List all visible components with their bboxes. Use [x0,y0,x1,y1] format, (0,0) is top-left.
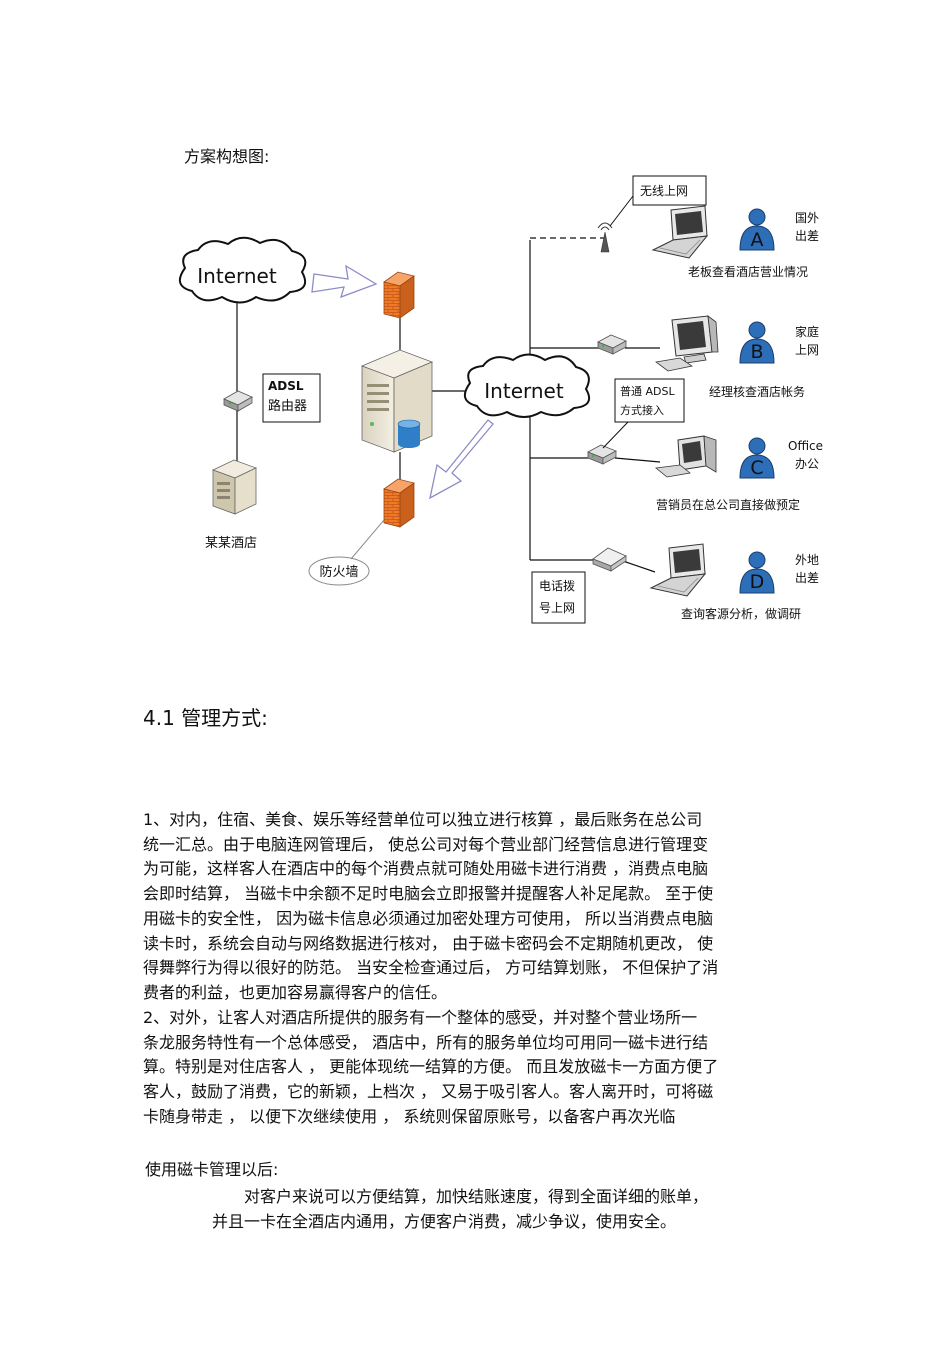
place-d-line1: 外地 [795,553,819,567]
laptop-d-icon [649,543,707,597]
hotel-server-icon [211,459,258,515]
desktop-c-icon [655,435,717,478]
after-line-1: 对客户来说可以方便结算，加快结账速度，得到全面详细的账单， [244,1187,709,1206]
arrow-to-firewall [311,264,378,299]
caption-b: 经理核查酒店帐务 [709,384,805,399]
paragraph-external: 2、对外，让客人对酒店所提供的服务有一个整体的感受，并对整个营业场所一 条龙服务… [143,1006,813,1130]
adsl-access-label-2: 方式接入 [620,403,664,417]
after-line-2: 并且一卡在全酒店内通用，方便客户消费，减少争议，使用安全。 [212,1212,677,1231]
para2-line: 条龙服务特性有一个总体感受， 酒店中，所有的服务单位均可用同一磁卡进行结 [143,1032,709,1052]
adsl-access-label-1: 普通 ADSL [620,384,675,398]
person-b-icon: B [739,321,775,364]
person-a-icon: A [739,208,775,251]
person-d-icon: D [739,551,775,594]
intro-title: 方案构想图: [184,147,270,166]
para1-line: 费者的利益，也更加容易赢得客户的信任。 [143,982,448,1002]
paragraph-internal: 1、对内，住宿、美食、娱乐等经营单位可以独立进行核算 ，最后账务在总公司 统一汇… [143,808,813,1006]
person-b-letter: B [750,341,763,363]
adsl-router-device [223,390,253,412]
place-d-line2: 出差 [795,571,819,585]
section-title: 4.1 管理方式: [143,706,268,730]
dialup-modem-device [592,547,627,572]
wireless-label: 无线上网 [640,184,688,198]
place-b-line2: 上网 [795,343,819,357]
person-c-letter: C [750,457,763,479]
modem-c-device [587,444,617,465]
wireless-label-box [632,175,707,206]
para2-line: 2、对外，让客人对酒店所提供的服务有一个整体的感受，并对整个营业场所一 [143,1008,698,1027]
adsl-router-label-box [262,373,321,423]
adsl-router-label-1: ADSL [268,379,304,393]
dialup-label-1: 电话拨 [539,579,575,593]
internet-cloud-right: Internet [463,353,590,418]
place-c-line2: 办公 [795,456,819,471]
place-c-line1: Office [788,439,823,453]
after-title: 使用磁卡管理以后: [145,1160,279,1179]
laptop-a-icon [651,205,709,259]
network-diagram: Internet Internet ADSL 路由器 某某酒店 [178,175,823,624]
wireless-antenna-icon [597,222,613,253]
para1-line: 1、对内，住宿、美食、娱乐等经营单位可以独立进行核算 ，最后账务在总公司 [143,810,703,829]
internet-cloud-left: Internet [178,236,307,304]
hotel-label: 某某酒店 [205,536,257,551]
place-b-line1: 家庭 [795,324,819,339]
arrow-from-internet [429,419,494,500]
dialup-label-2: 号上网 [539,601,575,615]
dialup-label-box [531,571,586,624]
caption-a: 老板查看酒店营业情况 [688,265,808,279]
central-server-icon [360,349,434,453]
para1-line: 统一汇总。由于电脑连网管理后， 使总公司对每个营业部门经营信息进行管理变 [143,834,709,854]
place-a-line2: 出差 [795,229,819,243]
person-a-letter: A [751,229,764,251]
firewall-top [383,271,415,319]
para1-line: 得舞弊行为得以很好的防范。 当安全检查通过后， 方可结算划账， 不但保护了消 [143,958,719,978]
internet-right-label: Internet [484,379,564,403]
person-d-letter: D [750,571,765,593]
internet-left-label: Internet [197,264,277,288]
para2-line: 卡随身带走 ， 以便下次继续使用 ， 系统则保留原账号，以备客户再次光临 [143,1106,676,1126]
para2-line: 算。特别是对住店客人 ， 更能体现统一结算的方便。 而且发放磁卡一方面方便了 [143,1057,719,1077]
person-c-icon: C [739,437,775,479]
modem-b-device [597,334,627,355]
firewall-label: 防火墙 [319,564,358,580]
para1-line: 为可能，这样客人在酒店中的每个消费点就可随处用磁卡进行消费 ，消费点电脑 [143,859,709,879]
para2-line: 客人，鼓励了消费，它的新颖，上档次 ， 又易于吸引客人。客人离开时，可将磁 [143,1082,714,1102]
database-icon [397,419,421,448]
firewall-bottom [383,478,415,528]
para1-line: 读卡时，系统会自动与网络数据进行核对， 由于磁卡密码会不定期随机更改， 使 [143,933,714,953]
firewall-callout: 防火墙 [308,519,385,586]
para1-line: 会即时结算， 当磁卡中余额不足时电脑会立即报警并提醒客人补足尾款。 至于使 [143,884,714,904]
adsl-router-label-2: 路由器 [268,398,307,414]
para1-line: 用磁卡的安全性， 因为磁卡信息必须通过加密处理方可使用， 所以当消费点电脑 [143,908,714,928]
caption-d: 查询客源分析，做调研 [681,606,801,621]
caption-c: 营销员在总公司直接做预定 [656,497,800,512]
desktop-b-icon [655,315,719,372]
adsl-access-label-box [614,378,685,423]
place-a-line1: 国外 [795,211,819,225]
